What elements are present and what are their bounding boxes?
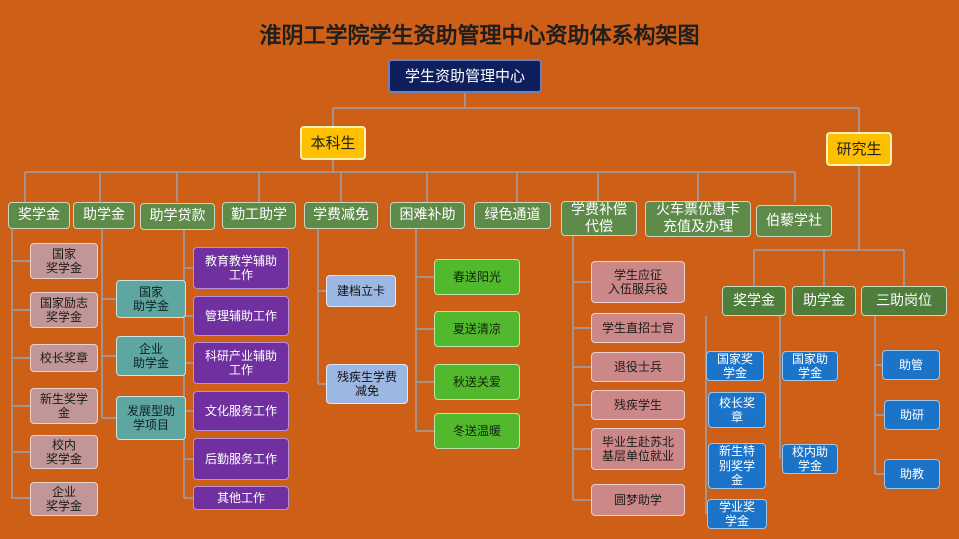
root-node: 学生资助管理中心 <box>388 59 542 93</box>
ug-grant-item: 企业 助学金 <box>116 336 186 376</box>
ug-tuition-reduction-item: 建档立卡 <box>326 275 396 307</box>
ug-workstudy-item: 其他工作 <box>193 486 289 510</box>
grad-scholarship-item: 国家奖 学金 <box>706 351 764 381</box>
ug-hardship-aid-item: 夏送清凉 <box>434 311 520 347</box>
ug-hardship-aid-item: 春送阳光 <box>434 259 520 295</box>
ug-compensation-item: 残疾学生 <box>591 390 685 420</box>
ug-cat-grant: 助学金 <box>73 202 135 229</box>
grad-assistantship-item: 助教 <box>884 459 940 489</box>
ug-scholarship-item: 国家 奖学金 <box>30 243 98 279</box>
ug-workstudy-item: 后勤服务工作 <box>193 438 289 480</box>
ug-workstudy-item: 教育教学辅助 工作 <box>193 247 289 289</box>
grad-cat-assistantship: 三助岗位 <box>861 286 947 316</box>
grad-scholarship-item: 新生特 别奖学 金 <box>708 443 766 489</box>
ug-cat-workstudy: 勤工助学 <box>222 202 296 229</box>
ug-scholarship-item: 校内 奖学金 <box>30 435 98 469</box>
ug-tuition-reduction-item: 残疾生学费 减免 <box>326 364 408 404</box>
ug-compensation-item: 退役士兵 <box>591 352 685 382</box>
ug-hardship-aid-item: 秋送关爱 <box>434 364 520 400</box>
ug-scholarship-item: 新生奖学 金 <box>30 388 98 424</box>
grad-assistantship-item: 助研 <box>884 400 940 430</box>
ug-cat-scholarship: 奖学金 <box>8 202 70 229</box>
grad-scholarship-item: 学业奖 学金 <box>707 499 767 529</box>
ug-hardship-aid-item: 冬送温暖 <box>434 413 520 449</box>
ug-workstudy-item: 科研产业辅助 工作 <box>193 342 289 384</box>
grad-scholarship-item: 校长奖 章 <box>708 392 766 428</box>
undergrad-node: 本科生 <box>300 126 366 160</box>
ug-cat-tuition-reduction: 学费减免 <box>304 202 378 229</box>
ug-workstudy-item: 管理辅助工作 <box>193 296 289 336</box>
grad-cat-scholarship: 奖学金 <box>722 286 786 316</box>
ug-compensation-item: 学生应征 入伍服兵役 <box>591 261 685 303</box>
ug-scholarship-item: 企业 奖学金 <box>30 482 98 516</box>
ug-cat-train-card: 火车票优惠卡 充值及办理 <box>645 201 751 237</box>
ug-cat-tuition-compensation: 学费补偿 代偿 <box>561 201 637 236</box>
grad-grant-item: 国家助 学金 <box>782 351 838 381</box>
grad-assistantship-item: 助管 <box>882 350 940 380</box>
ug-scholarship-item: 国家励志 奖学金 <box>30 292 98 328</box>
ug-workstudy-item: 文化服务工作 <box>193 391 289 431</box>
ug-grant-item: 发展型助 学项目 <box>116 396 186 440</box>
ug-cat-hardship-aid: 困难补助 <box>390 202 465 229</box>
ug-cat-green-channel: 绿色通道 <box>474 202 551 229</box>
graduate-node: 研究生 <box>826 132 892 166</box>
ug-cat-loan: 助学贷款 <box>140 203 215 230</box>
ug-compensation-item: 毕业生赴苏北 基层单位就业 <box>591 428 685 470</box>
ug-compensation-item: 学生直招士官 <box>591 313 685 343</box>
ug-cat-bolize-society: 伯藜学社 <box>756 205 832 237</box>
ug-compensation-item: 圆梦助学 <box>591 484 685 516</box>
ug-grant-item: 国家 助学金 <box>116 280 186 318</box>
chart-title: 淮阴工学院学生资助管理中心资助体系构架图 <box>259 23 700 49</box>
grad-cat-grant: 助学金 <box>792 286 856 316</box>
ug-scholarship-item: 校长奖章 <box>30 344 98 372</box>
grad-grant-item: 校内助 学金 <box>782 444 838 474</box>
